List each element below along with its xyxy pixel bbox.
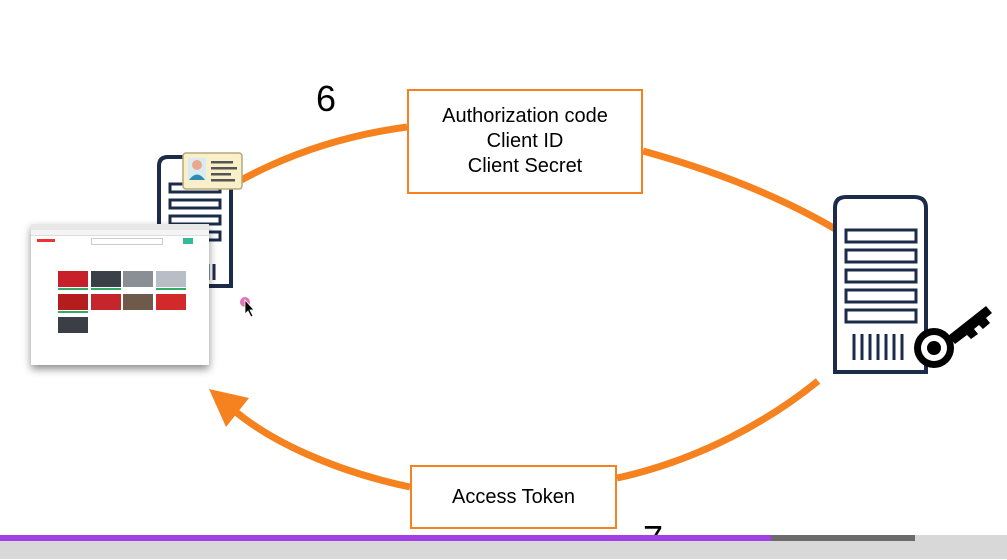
request-credentials-box: Authorization code Client ID Client Secr… — [407, 89, 643, 194]
access-token-label: Access Token — [451, 485, 576, 508]
request-line-client-id: Client ID — [486, 130, 564, 152]
request-line-client-secret: Client Secret — [467, 155, 583, 177]
step-number-top: 6 — [316, 78, 337, 119]
cursor-icon — [240, 297, 255, 318]
browser-window-icon — [31, 224, 209, 365]
access-token-box: Access Token — [410, 465, 617, 529]
bottom-arrow-head — [209, 389, 249, 427]
id-card-icon — [182, 152, 243, 190]
bottom-arrow-right-segment — [616, 378, 821, 482]
auth-server-icon — [833, 195, 928, 374]
progress-fill — [0, 535, 772, 541]
video-progress-bar[interactable] — [0, 535, 1007, 559]
bottom-arrow-left-segment — [233, 409, 411, 491]
key-icon — [914, 306, 992, 368]
request-line-authorization-code: Authorization code — [442, 105, 608, 127]
top-arrow-right-segment — [642, 147, 860, 246]
